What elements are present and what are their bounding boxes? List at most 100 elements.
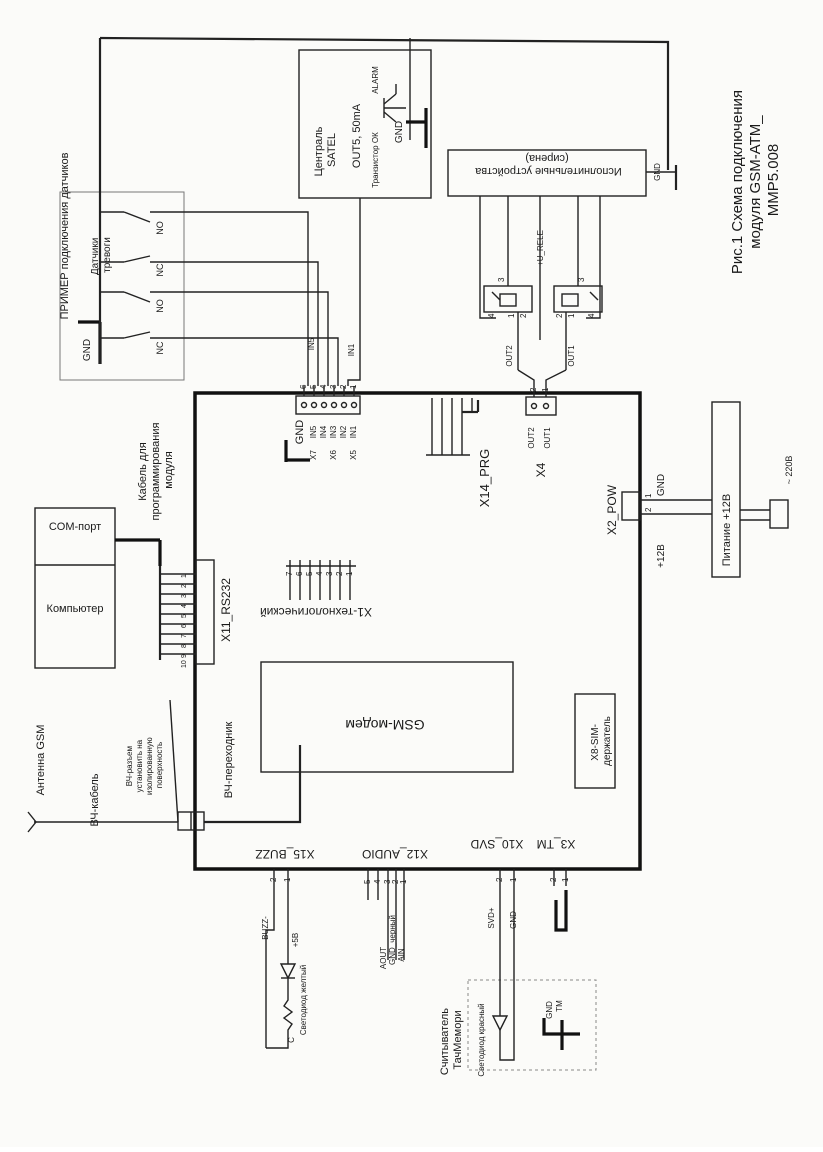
svg-text:2: 2 — [644, 507, 653, 512]
antenna-icon — [27, 811, 178, 833]
rf-cable-label: ВЧ-кабель — [89, 773, 101, 826]
x14-label: X14_PRG — [477, 449, 492, 508]
svg-text:GND: GND — [394, 121, 405, 143]
svg-text:GND: GND — [294, 420, 306, 445]
svg-text:4: 4 — [181, 604, 188, 608]
antenna-label: Антенна GSM — [35, 725, 47, 796]
executive-devices-block — [447, 149, 647, 197]
x1-label: X1-технологический — [260, 605, 372, 619]
executive-title: Исполнительные устройства (сирена) — [472, 152, 622, 177]
out2-wire-label: OUT2 — [505, 345, 514, 367]
x2-label: X2_POW — [605, 484, 619, 535]
svg-text:3: 3 — [383, 879, 392, 884]
svg-text:1: 1 — [181, 574, 188, 578]
sensor-example-title: ПРИМЕР подключения датчиков — [59, 152, 71, 319]
x2-connector: 1 2 — [621, 491, 712, 521]
x11-label: X11_RS232 — [219, 578, 233, 642]
com-port-label: COM-порт — [49, 521, 101, 533]
svg-text:4: 4 — [319, 384, 328, 389]
power-gnd-label: GND — [656, 474, 667, 496]
mains-plug — [740, 499, 789, 529]
svg-text:GND_черный: GND_черный — [388, 915, 397, 965]
x10-label: X10_SVD — [470, 837, 523, 851]
central-transistor: Транзистор ОК — [371, 132, 380, 188]
svg-text:6: 6 — [295, 571, 304, 576]
svg-text:+5В: +5В — [291, 933, 300, 947]
x4-connector: 2 1 OUT2 OUT1 — [525, 387, 557, 449]
audio-connector: 5 4 3 2 1 AOUT GND_черный AIN — [363, 869, 408, 969]
svg-text:NC: NC — [155, 263, 165, 276]
svg-text:8: 8 — [181, 644, 188, 648]
module-board — [193, 391, 642, 871]
svg-text:2: 2 — [549, 877, 558, 882]
relay-out1 — [553, 285, 603, 313]
svg-text:AOUT: AOUT — [379, 947, 388, 969]
buzzer-circuit: 2 1 BUZZ- +5В Светодиод желтый C — [261, 869, 308, 1049]
computer-label: Компьютер — [47, 603, 104, 615]
central-title: Централь SATEL — [313, 124, 338, 177]
sensor-contacts: NO NC NO NC — [100, 211, 184, 355]
svg-text:1: 1 — [349, 384, 358, 389]
svg-text:2: 2 — [335, 571, 344, 576]
svg-text:2: 2 — [391, 879, 400, 884]
svg-text:3: 3 — [325, 571, 334, 576]
svg-text:Светодиод желтый: Светодиод желтый — [299, 965, 308, 1035]
svg-text:2: 2 — [181, 584, 188, 588]
svg-text:5: 5 — [309, 384, 318, 389]
svg-text:IN4: IN4 — [319, 425, 328, 438]
svg-text:GND: GND — [509, 911, 518, 929]
x3-label: X3_TM — [537, 837, 576, 851]
svg-text:IN3: IN3 — [329, 425, 338, 438]
svg-text:SVD+: SVD+ — [487, 907, 496, 928]
svg-text:4: 4 — [587, 313, 596, 318]
svg-text:NO: NO — [155, 299, 165, 313]
svg-text:5: 5 — [181, 614, 188, 618]
svg-text:1: 1 — [644, 493, 653, 498]
svg-text:OUT1: OUT1 — [543, 427, 552, 449]
svg-text:2: 2 — [269, 877, 278, 882]
svg-text:C: C — [287, 1037, 296, 1043]
power-supply-block — [711, 401, 741, 578]
svg-text:4: 4 — [315, 571, 324, 576]
svg-text:4: 4 — [373, 879, 382, 884]
svg-text:5: 5 — [305, 571, 314, 576]
computer-block — [34, 507, 116, 669]
svg-text:IN1: IN1 — [349, 425, 358, 438]
power-supply-label: Питание +12В — [721, 494, 733, 566]
x4-label: X4 — [534, 462, 548, 477]
svg-text:3: 3 — [181, 594, 188, 598]
svg-text:3: 3 — [497, 277, 506, 282]
svg-text:1: 1 — [561, 877, 570, 882]
x14-connector — [426, 398, 480, 456]
svg-text:2: 2 — [519, 313, 528, 318]
central-alarm: ALARM — [371, 66, 380, 94]
svg-text:X7: X7 — [309, 450, 318, 460]
svg-text:5: 5 — [363, 879, 372, 884]
svg-text:9: 9 — [181, 654, 188, 658]
in5-wire-label: IN5 — [307, 337, 316, 350]
svg-text:2: 2 — [495, 877, 504, 882]
sensor-gnd: GND — [78, 320, 102, 364]
svg-text:6: 6 — [181, 624, 188, 628]
svg-text:IN5: IN5 — [309, 425, 318, 438]
transistor-icon — [383, 84, 406, 123]
power-plus12-label: +12B — [656, 544, 667, 568]
figure-caption: Рис.1 Схема подключения модуля GSM-ATM_ … — [729, 86, 782, 274]
input-terminal-block: 6 5 4 3 2 1 IN5 IN4 IN3 IN2 IN1 X7 X6 X5 — [295, 384, 361, 460]
svg-text:1: 1 — [345, 571, 354, 576]
svg-text:7: 7 — [181, 634, 188, 638]
svg-text:X6: X6 — [329, 450, 338, 460]
reader-frame — [467, 979, 597, 1071]
svg-text:GND: GND — [82, 339, 93, 361]
gsm-modem-label: GSM-модем — [345, 717, 424, 733]
rf-adapter-label: ВЧ-переходник — [223, 722, 235, 799]
svg-text:6: 6 — [299, 384, 308, 389]
reader-label: Считыватель ТачМемори — [439, 1005, 464, 1075]
sensor-example-frame — [59, 191, 185, 381]
x11-connector: 1 2 3 4 5 6 7 8 9 10 — [158, 559, 215, 668]
central-output: OUT5, 50mA — [351, 103, 363, 168]
relay-out2 — [483, 285, 533, 313]
svg-text:X5: X5 — [349, 450, 358, 460]
